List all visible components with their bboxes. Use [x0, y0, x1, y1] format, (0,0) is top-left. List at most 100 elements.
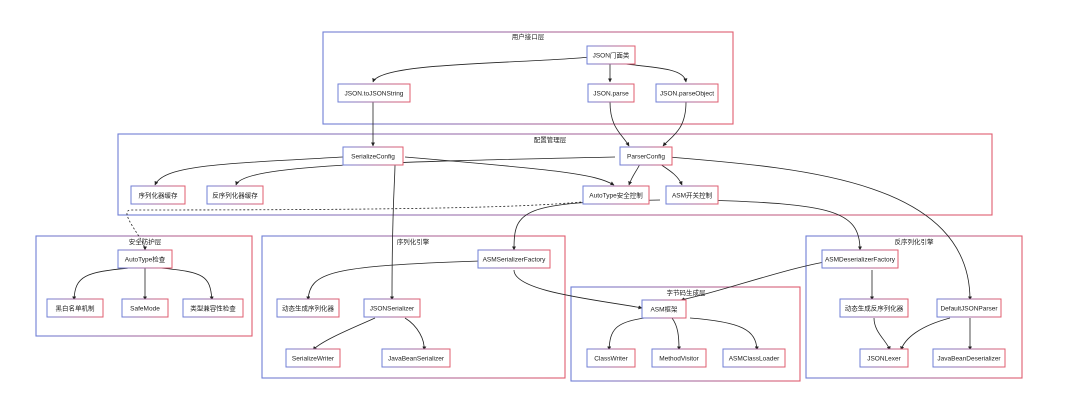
node-json-serializer[interactable]: JSONSerializer	[363, 298, 421, 318]
node-autotype-control-label: AutoType安全控制	[589, 191, 643, 200]
node-json-parse-box	[587, 83, 635, 103]
node-serialize-writer[interactable]: SerializeWriter	[285, 348, 341, 368]
node-safemode[interactable]: SafeMode	[121, 298, 169, 318]
edge-parserconfig-defaultjsonparser	[668, 156, 972, 301]
node-json-lexer-box	[859, 348, 909, 368]
group-config: 配置管理层	[117, 133, 993, 216]
node-type-compat[interactable]: 类型兼容性检查	[182, 298, 244, 318]
group-user-api-border	[322, 31, 734, 125]
group-config-border	[117, 133, 993, 216]
edge-dynamicdeserializer-jsonlexer	[873, 317, 891, 351]
node-dynamic-deserializer-label: 动态生成反序列化器	[845, 304, 904, 313]
node-autotype-check-box	[117, 249, 173, 269]
node-blacklist-label: 黑白名单机制	[56, 304, 96, 313]
edge-check-blacklist	[72, 267, 131, 301]
edge-asmframework-asmclassloader	[689, 317, 759, 351]
node-asm-switch-box	[665, 185, 719, 205]
node-parse-object[interactable]: JSON.parseObject	[655, 83, 719, 103]
node-class-writer[interactable]: ClassWriter	[586, 348, 636, 368]
node-method-visitor[interactable]: MethodVisitor	[651, 348, 707, 368]
node-parser-config-label: ParserConfig	[627, 154, 665, 161]
group-deserializer-engine-title: 反序列化引擎	[895, 237, 935, 246]
node-dynamic-serializer[interactable]: 动态生成序列化器	[276, 298, 340, 318]
node-class-writer-label: ClassWriter	[594, 356, 628, 363]
node-asm-class-loader[interactable]: ASMClassLoader	[722, 348, 786, 368]
node-method-visitor-label: MethodVisitor	[659, 356, 699, 363]
edge-parserconfig-asmswitch	[659, 163, 683, 186]
node-deserializer-cache-label: 反序列化器缓存	[212, 191, 258, 200]
node-json-parse[interactable]: JSON.parse	[587, 83, 635, 103]
node-autotype-check[interactable]: AutoType检查	[117, 249, 173, 269]
edge-asmframework-classwriter	[607, 317, 646, 351]
node-asm-framework-label: ASM框架	[650, 305, 678, 314]
node-asm-switch[interactable]: ASM开关控制	[665, 185, 719, 205]
node-to-json-string[interactable]: JSON.toJSONString	[337, 83, 411, 103]
node-json-facade[interactable]: JSON门面类	[586, 45, 636, 65]
node-blacklist-box	[46, 298, 104, 318]
node-asm-serializer-factory[interactable]: ASMSerializerFactory	[477, 249, 551, 269]
node-deserializer-cache[interactable]: 反序列化器缓存	[206, 185, 264, 205]
node-serialize-config-box	[342, 146, 404, 166]
node-autotype-control-box	[582, 185, 650, 205]
node-javabean-deserializer[interactable]: JavaBeanDeserializer	[932, 348, 1006, 368]
edge-facade-parseobject	[624, 63, 688, 83]
node-asm-deserializer-factory[interactable]: ASMDeserializerFactory	[821, 249, 899, 269]
node-dynamic-deserializer[interactable]: 动态生成反序列化器	[839, 298, 909, 318]
node-default-json-parser-label: DefaultJSONParser	[940, 306, 998, 313]
group-security-border	[35, 235, 253, 337]
node-to-json-string-label: JSON.toJSONString	[345, 91, 404, 98]
node-parser-config[interactable]: ParserConfig	[619, 146, 673, 166]
edge-parserconfig-autotype	[628, 163, 641, 186]
group-serializer-engine-border	[261, 235, 566, 379]
edge-asmdeserfactory-asmframework	[680, 261, 826, 302]
edge-parse-parserconfig	[609, 101, 630, 147]
node-asm-serializer-factory-label: ASMSerializerFactory	[483, 257, 547, 264]
edge-parseobject-parserconfig	[662, 101, 687, 147]
node-asm-switch-label: ASM开关控制	[672, 191, 713, 200]
group-deserializer-engine: 反序列化引擎	[805, 235, 1023, 379]
node-blacklist[interactable]: 黑白名单机制	[46, 298, 104, 318]
group-serializer-engine-title: 序列化引擎	[397, 237, 430, 246]
edge-asmserfactory-dynamicserializer	[306, 260, 481, 301]
node-default-json-parser[interactable]: DefaultJSONParser	[936, 298, 1002, 318]
edge-serializeconfig-jsonserializer	[390, 163, 396, 301]
node-asm-serializer-factory-box	[477, 249, 551, 269]
edge-asmserfactory-asmframework	[513, 269, 643, 310]
edge-parserconfig-deserializercache	[235, 156, 616, 186]
node-serializer-cache[interactable]: 序列化器缓存	[130, 185, 186, 205]
node-asm-class-loader-box	[722, 348, 786, 368]
group-bytecode: 字节码生成层	[570, 286, 801, 382]
node-serializer-cache-label: 序列化器缓存	[139, 191, 179, 200]
node-serialize-config[interactable]: SerializeConfig	[342, 146, 404, 166]
node-javabean-deserializer-label: JavaBeanDeserializer	[937, 356, 1001, 363]
node-javabean-serializer-box	[381, 348, 451, 368]
edge-defaultjsonparser-jsonlexer	[900, 317, 951, 351]
node-json-facade-label: JSON门面类	[593, 51, 630, 60]
node-serialize-writer-label: SerializeWriter	[292, 356, 335, 363]
node-asm-deserializer-factory-label: ASMDeserializerFactory	[825, 257, 896, 264]
node-asm-framework[interactable]: ASM框架	[641, 299, 687, 319]
edge-asmframework-methodvisitor	[671, 317, 681, 351]
node-deserializer-cache-box	[206, 185, 264, 205]
group-serializer-engine: 序列化引擎	[261, 235, 566, 379]
group-security: 安全防护层	[35, 235, 253, 337]
node-serialize-config-label: SerializeConfig	[351, 154, 395, 161]
node-safemode-label: SafeMode	[130, 306, 160, 313]
edge-serializeconfig-autotype	[404, 156, 615, 186]
node-class-writer-box	[586, 348, 636, 368]
node-json-lexer[interactable]: JSONLexer	[859, 348, 909, 368]
node-dynamic-serializer-box	[276, 298, 340, 318]
node-to-json-string-box	[337, 83, 411, 103]
node-serialize-writer-box	[285, 348, 341, 368]
node-autotype-control[interactable]: AutoType安全控制	[582, 185, 650, 205]
node-json-serializer-box	[363, 298, 421, 318]
edge-check-typecompat	[159, 267, 214, 301]
edge-autotype-check	[126, 200, 594, 251]
node-parse-object-box	[655, 83, 719, 103]
node-parser-config-box	[619, 146, 673, 166]
node-javabean-serializer[interactable]: JavaBeanSerializer	[381, 348, 451, 368]
node-json-lexer-label: JSONLexer	[867, 356, 901, 363]
edge-facade-tojsonstring	[372, 56, 591, 83]
node-dynamic-deserializer-box	[839, 298, 909, 318]
node-javabean-serializer-label: JavaBeanSerializer	[388, 356, 445, 363]
